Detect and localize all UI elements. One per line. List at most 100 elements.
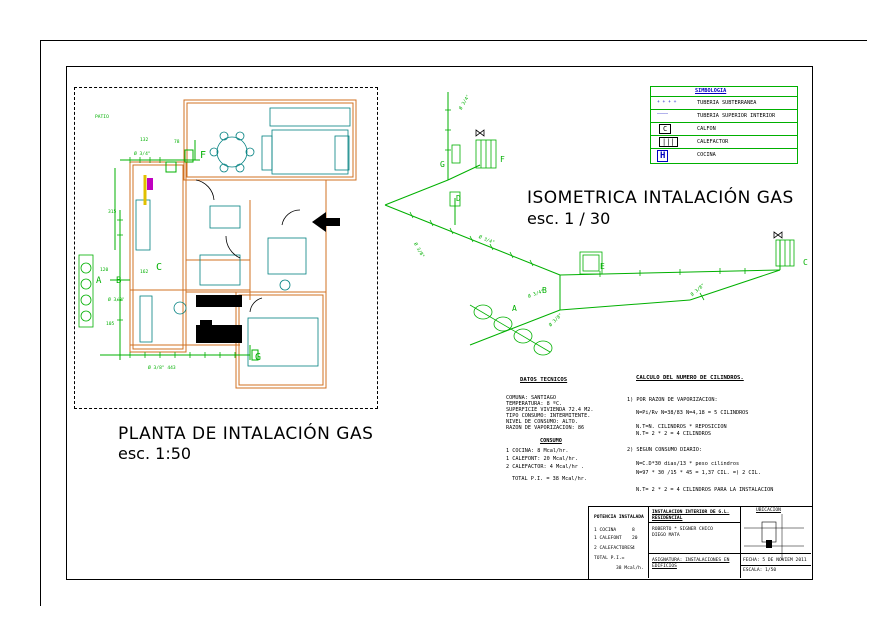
cocina-icon: H [657,150,669,162]
total-value: 38 Mcal/h. [616,566,644,571]
underground-pipe-icon: + + + + [657,100,677,105]
datos-line: TIPO CONSUMO: INTERMITENTE. [506,413,591,419]
appliance-letter-g: G [255,352,262,363]
appliance-marker [251,349,259,361]
potencia-val: 4 [632,546,635,551]
symbology-label: CALEFACTOR [697,139,729,145]
symbology-label: TUBERIA SUPERIOR INTERIOR [697,113,776,119]
point-letter-a: A [96,276,102,286]
plan-pipe-ticks [117,157,236,358]
plan-doors [195,179,301,313]
dim-label: 120 [100,268,109,273]
plan-black-block [196,295,242,307]
symbology-row: ———— TUBERIA SUPERIOR INTERIOR [651,109,797,122]
calculo-line: N=97 * 30 /15 * 45 = 1,37 CIL. =) 2 CIL. [636,470,761,476]
iso-letter: D [456,194,461,203]
calculo-line: N.T= 2 * 2 = 4 CILINDROS [636,431,711,437]
escala-label: ESCALA: 1/50 [743,568,777,573]
datos-line: SUPERFICIE VIVIENDA 72.4 M2. [506,407,594,413]
patio-label: PATIO [95,115,109,120]
datos-line: COMUNA: SANTIAGO [506,395,556,401]
iso-title: ISOMETRICA INTALACIÓN GAS [527,188,794,208]
title-block-divider [648,553,811,554]
title-block-divider [740,565,811,566]
datos-line: RAZON DE VAPORIZACION: 86 [506,425,585,431]
potencia-name: 2 CALEFACTORES [594,546,633,551]
iso-letter: B [542,286,547,295]
alumnos-line: DIEGO MATA [652,533,680,538]
iso-appliances [449,139,795,275]
dim-label: 105 [106,322,115,327]
symbology-table: SIMBOLOGIA + + + + TUBERIA SUBTERRANEA —… [650,86,798,164]
calculo-line: N=C.D*30 dias/13 * peso cilindros [636,461,740,467]
plan-cylinders [78,254,94,328]
title-block-divider [648,506,649,578]
alumnos-line: ROBERTO * SIGNER CHICO [652,527,713,532]
consumo-line: 1 COCINA: 8 Mcal/hr. [506,448,569,454]
sheet-border [40,40,867,606]
asignatura-line: EDIFICIOS [652,564,677,569]
dim-label: 132 [140,138,149,143]
appliance-marker [184,149,194,163]
interior-pipe-icon: ———— [657,112,669,117]
potencia-name: 1 CALEFONT [594,536,622,541]
iso-pipe-ticks [409,109,746,301]
fecha-label: FECHA: 5 DE NOVIEM 2011 [743,558,807,563]
appliance-marker [165,161,177,173]
calculo-line: N.T= 2 * 2 = 4 CILINDROS PARA LA INSTALA… [636,487,774,493]
symbology-label: CALFON [697,126,716,132]
title-block-divider [648,522,740,523]
proyecto-line: RESIDENCIAL [652,516,683,521]
title-block-divider [740,506,741,578]
total-label: TOTAL P.I.= [594,556,625,561]
title-block [588,506,812,579]
pipe-diameter-label: Ø 3/8" 443 [148,366,176,371]
symbology-row: ||| CALEFACTOR [651,135,797,148]
plan-title: PLANTA DE INTALACIÓN GAS [118,424,374,444]
iso-valve-icons [475,129,783,239]
calculo-line: N=Pi/Rv N=38/83 N=4,18 = 5 CILINDROS [636,410,749,416]
drawing-frame [66,66,813,580]
iso-cylinders [469,304,553,356]
datos-line: TEMPERATURA: 8 ºC. [506,401,563,407]
iso-letter: E [600,262,605,271]
dim-label: 162 [140,270,149,275]
plan-furniture [135,107,351,367]
plan-black-block [200,320,212,326]
iso-letter: A [512,304,517,313]
ubicacion-label: UBICACION [756,508,781,513]
point-letter-b: B [116,276,122,286]
calculo-line: 2) SEGUN CONSUMO DIARIO: [627,447,702,453]
symbology-row: + + + + TUBERIA SUBTERRANEA [651,96,797,109]
symbology-label: TUBERIA SUBTERRANEA [697,100,757,106]
calefon-icon: C [659,124,672,134]
consumo-total: TOTAL P.I. = 38 Mcal/hr. [512,476,587,482]
calefont-marker [147,178,153,190]
datos-header: DATOS TECNICOS [520,377,568,383]
appliance-letter-f: F [200,150,207,161]
symbology-header: SIMBOLOGIA [695,88,727,94]
proyecto-line: INSTALACION INTERIOR DE G.L. [652,510,730,515]
consumo-line: 1 CALEFONT: 20 Mcal/hr. [506,456,578,462]
pipe-diameter-label: Ø 3/4" [134,152,151,157]
plan-scale: esc. 1:50 [118,444,192,463]
datos-line: NIVEL DE CONSUMO: ALTO. [506,419,578,425]
asignatura-line: ASIGNATURA: INSTALACIONES EN [652,558,730,563]
calculo-header: CALCULO DEL NUMERO DE CILINDROS. [636,375,744,381]
iso-scale: esc. 1 / 30 [527,209,611,228]
iso-letter: F [500,155,505,164]
calculo-line: N.T=N. CILINDROS * REPOSICION [636,424,727,430]
symbology-row: H COCINA [651,148,797,163]
potencia-val: 8 [632,528,635,533]
iso-letter: C [803,258,808,267]
appliance-letter-c: C [156,262,163,273]
potencia-header: POTENCIA INSTALADA [594,515,644,520]
symbology-row: C CALFON [651,122,797,135]
consumo-header: CONSUMO [540,438,562,444]
dim-label: 78 [174,140,180,145]
plan-black-block [196,325,242,343]
potencia-val: 20 [632,536,638,541]
consumo-line: 2 CALEFACTOR: 4 Mcal/hr . [506,464,585,470]
potencia-name: 1 COCINA [594,528,617,533]
